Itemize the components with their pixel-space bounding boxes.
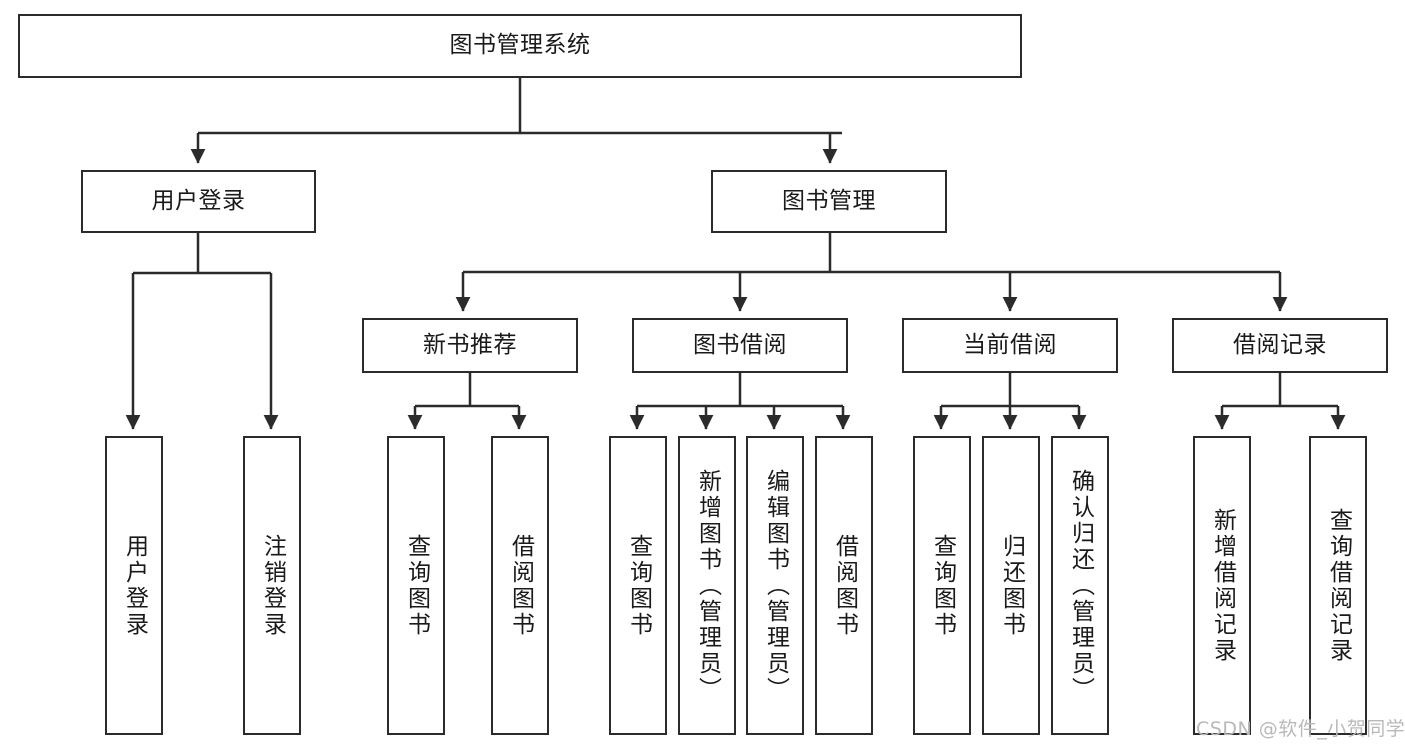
node-leaf-borrow-book-2[interactable]: 借阅图书 xyxy=(815,436,873,735)
node-leaf-add-record[interactable]: 新增借阅记录 xyxy=(1193,436,1251,735)
node-current-borrow-label: 当前借阅 xyxy=(963,331,1057,358)
node-book-borrow[interactable]: 图书借阅 xyxy=(632,318,848,373)
node-leaf-edit-book[interactable]: 编辑图书（管理员） xyxy=(746,436,804,735)
node-root-label: 图书管理系统 xyxy=(449,32,591,59)
node-borrow-record[interactable]: 借阅记录 xyxy=(1172,318,1388,373)
node-leaf-borrow-book-1[interactable]: 借阅图书 xyxy=(491,436,549,735)
node-user-login[interactable]: 用户登录 xyxy=(81,170,316,233)
node-leaf-query-book-1-label: 查询图书 xyxy=(403,533,430,638)
node-leaf-user-login-label: 用户登录 xyxy=(121,533,148,638)
node-leaf-borrow-book-2-label: 借阅图书 xyxy=(831,533,858,638)
node-leaf-return-book[interactable]: 归还图书 xyxy=(982,436,1040,735)
node-leaf-add-book-label: 新增图书（管理员） xyxy=(694,468,721,703)
node-leaf-query-book-2[interactable]: 查询图书 xyxy=(609,436,667,735)
node-current-borrow[interactable]: 当前借阅 xyxy=(902,318,1118,373)
node-leaf-borrow-book-1-label: 借阅图书 xyxy=(507,533,534,638)
node-leaf-query-record-label: 查询借阅记录 xyxy=(1325,507,1352,664)
node-leaf-user-logout-label: 注销登录 xyxy=(259,533,286,638)
node-leaf-return-book-label: 归还图书 xyxy=(998,533,1025,638)
node-leaf-add-record-label: 新增借阅记录 xyxy=(1209,507,1236,664)
node-leaf-confirm-return-label: 确认归还（管理员） xyxy=(1067,468,1094,703)
node-leaf-query-book-2-label: 查询图书 xyxy=(625,533,652,638)
node-leaf-query-book-1[interactable]: 查询图书 xyxy=(387,436,445,735)
node-root[interactable]: 图书管理系统 xyxy=(18,14,1022,78)
node-leaf-query-book-3[interactable]: 查询图书 xyxy=(913,436,971,735)
node-user-login-label: 用户登录 xyxy=(151,187,246,214)
node-leaf-user-logout[interactable]: 注销登录 xyxy=(243,436,301,735)
node-leaf-add-book[interactable]: 新增图书（管理员） xyxy=(678,436,736,735)
node-borrow-record-label: 借阅记录 xyxy=(1233,331,1327,358)
node-leaf-confirm-return[interactable]: 确认归还（管理员） xyxy=(1051,436,1109,735)
node-book-manage[interactable]: 图书管理 xyxy=(711,170,947,233)
node-leaf-user-login[interactable]: 用户登录 xyxy=(105,436,163,735)
node-new-book-recommend-label: 新书推荐 xyxy=(423,331,517,358)
node-new-book-recommend[interactable]: 新书推荐 xyxy=(362,318,578,373)
node-leaf-query-book-3-label: 查询图书 xyxy=(929,533,956,638)
node-book-manage-label: 图书管理 xyxy=(782,187,876,214)
csdn-watermark: CSDN @软件_小贺同学 xyxy=(1196,718,1405,740)
node-leaf-query-record[interactable]: 查询借阅记录 xyxy=(1309,436,1367,735)
node-leaf-edit-book-label: 编辑图书（管理员） xyxy=(762,468,789,703)
node-book-borrow-label: 图书借阅 xyxy=(693,331,787,358)
